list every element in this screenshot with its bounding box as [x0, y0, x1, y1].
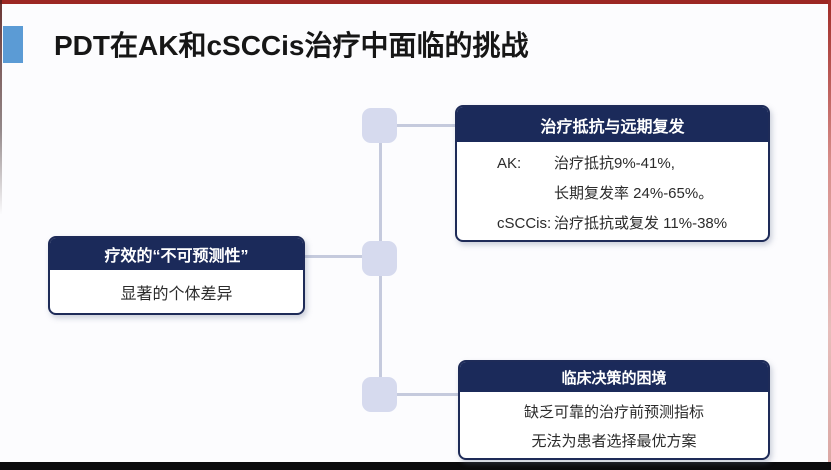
connector-node-bottom: [362, 377, 397, 412]
stat-row-label: cSCCis:: [497, 215, 552, 232]
stat-row: AK: 治疗抵抗9%-41%,: [497, 149, 768, 179]
connector-node-middle: [362, 241, 397, 276]
box-clinical-dilemma-header: 临床决策的困境: [460, 362, 768, 392]
box-unpredictability-header: 疗效的“不可预测性”: [50, 238, 303, 270]
stat-row-text: 长期复发率 24%-65%。: [554, 185, 714, 202]
stat-row-text: 治疗抵抗或复发 11%-38%: [554, 215, 728, 232]
connector-line-top: [396, 124, 456, 127]
stat-row-label: [497, 179, 554, 209]
connector-line-middle: [304, 255, 366, 258]
box-resistance-recurrence: 治疗抵抗与远期复发 AK: 治疗抵抗9%-41%, 长期复发率 24%-65%。…: [455, 105, 770, 242]
right-edge-accent-line: [828, 0, 831, 470]
box-clinical-dilemma: 临床决策的困境 缺乏可靠的治疗前预测指标 无法为患者选择最优方案: [458, 360, 770, 460]
connector-node-top: [362, 108, 397, 143]
box-resistance-recurrence-header: 治疗抵抗与远期复发: [457, 107, 768, 142]
connector-line-bottom: [396, 393, 460, 396]
dilemma-line: 缺乏可靠的治疗前预测指标: [523, 404, 704, 421]
bottom-black-bar: [0, 462, 831, 470]
stat-row: 长期复发率 24%-65%。: [497, 179, 768, 209]
box-clinical-dilemma-body: 缺乏可靠的治疗前预测指标 无法为患者选择最优方案: [460, 392, 768, 456]
title-bullet-square: [3, 26, 23, 63]
stat-row-text: 治疗抵抗9%-41%,: [554, 155, 675, 172]
left-edge-accent-line: [0, 0, 2, 215]
dilemma-line: 无法为患者选择最优方案: [531, 433, 697, 450]
slide-title: PDT在AK和cSCCis治疗中面临的挑战: [54, 30, 529, 61]
box-unpredictability-body: 显著的个体差异: [120, 285, 233, 303]
stat-row: cSCCis: 治疗抵抗或复发 11%-38%: [497, 209, 768, 239]
top-accent-bar: [0, 0, 831, 4]
stat-row-label: AK:: [497, 155, 522, 172]
box-unpredictability: 疗效的“不可预测性” 显著的个体差异: [48, 236, 305, 315]
box-resistance-recurrence-body: AK: 治疗抵抗9%-41%, 长期复发率 24%-65%。 cSCCis: 治…: [457, 142, 768, 239]
